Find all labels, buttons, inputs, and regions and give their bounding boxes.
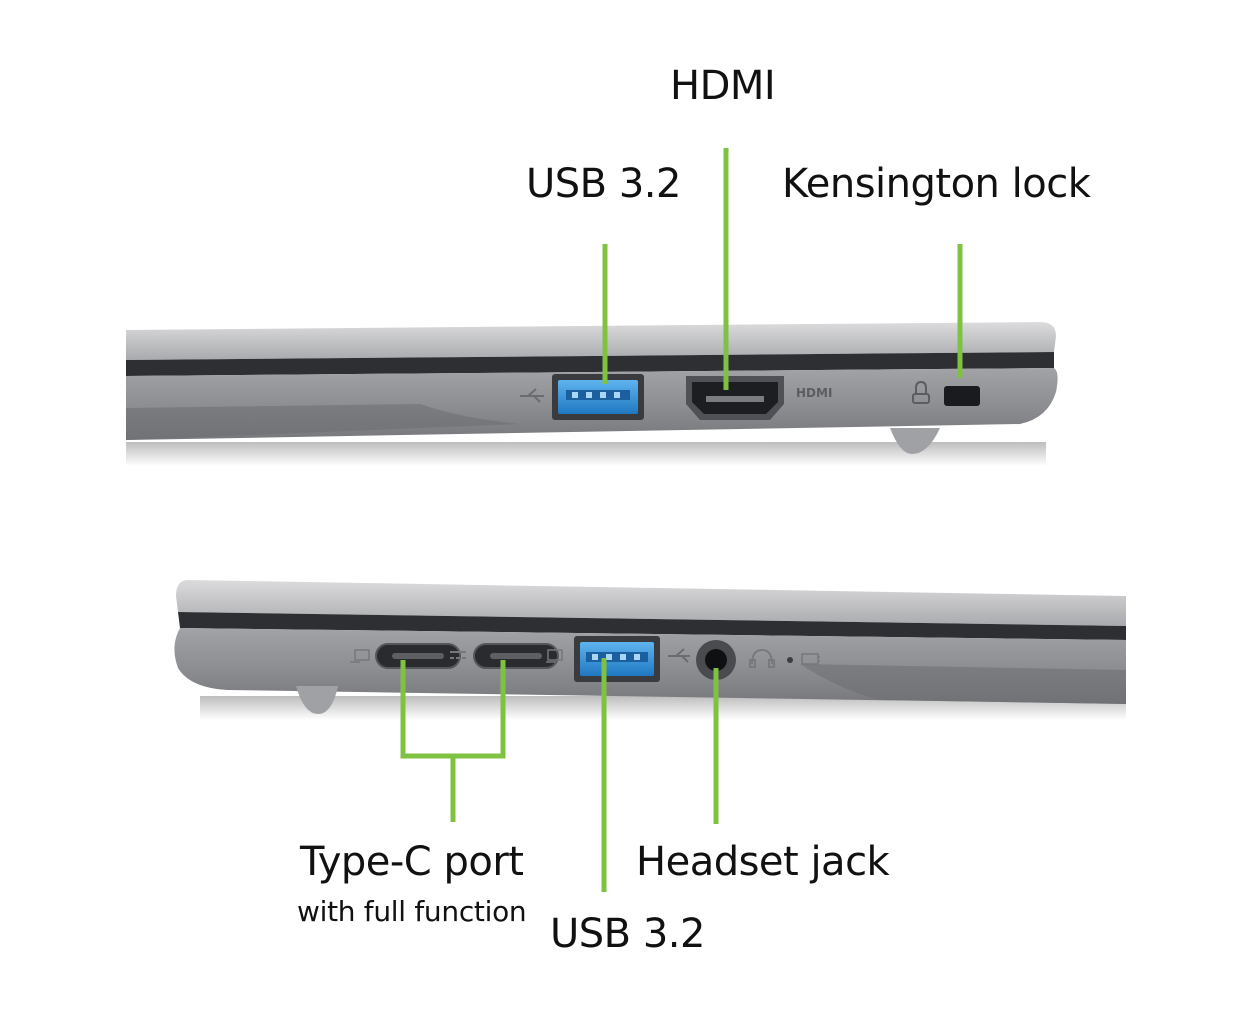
callout-lines	[400, 148, 963, 892]
usb-symbol-icon	[520, 388, 544, 403]
kensington-label: Kensington lock	[782, 161, 1091, 207]
hdmi-label: HDMI	[670, 63, 776, 109]
usb-a-port-right	[552, 374, 644, 420]
headset-icon	[749, 649, 775, 668]
floor-shadow	[126, 442, 1046, 466]
rubber-foot	[890, 428, 940, 454]
headset-jack	[705, 649, 727, 671]
usb-bottom-label: USB 3.2	[550, 911, 705, 957]
lid-seam	[178, 612, 1126, 640]
hdmi-logo-engraving: HDMI	[796, 386, 832, 400]
laptop-right-side: HDMI	[126, 322, 1058, 466]
usb-a-port-left	[574, 636, 660, 682]
usb-symbol-icon	[668, 648, 690, 663]
rubber-foot	[296, 686, 338, 714]
lid-edge	[126, 322, 1056, 360]
base-bevel	[126, 404, 520, 440]
battery-led-icon	[801, 653, 820, 665]
usb-top-label: USB 3.2	[526, 161, 681, 207]
laptop-left-side	[174, 580, 1126, 720]
thunderbolt-icon	[350, 649, 370, 663]
kensington-slot	[944, 386, 980, 406]
base-bevel	[800, 664, 1126, 704]
status-led	[787, 657, 793, 663]
type-c-tongue	[392, 653, 444, 659]
dc-power-icon	[450, 651, 466, 659]
headset-label: Headset jack	[636, 839, 890, 885]
type-c-tongue	[490, 653, 542, 659]
hdmi-port	[686, 376, 784, 420]
lid-edge	[176, 580, 1126, 626]
lock-icon	[912, 380, 930, 404]
type-c-sublabel: with full function	[297, 895, 527, 928]
display-output-icon	[546, 649, 563, 663]
type-c-label: Type-C port	[300, 839, 524, 885]
